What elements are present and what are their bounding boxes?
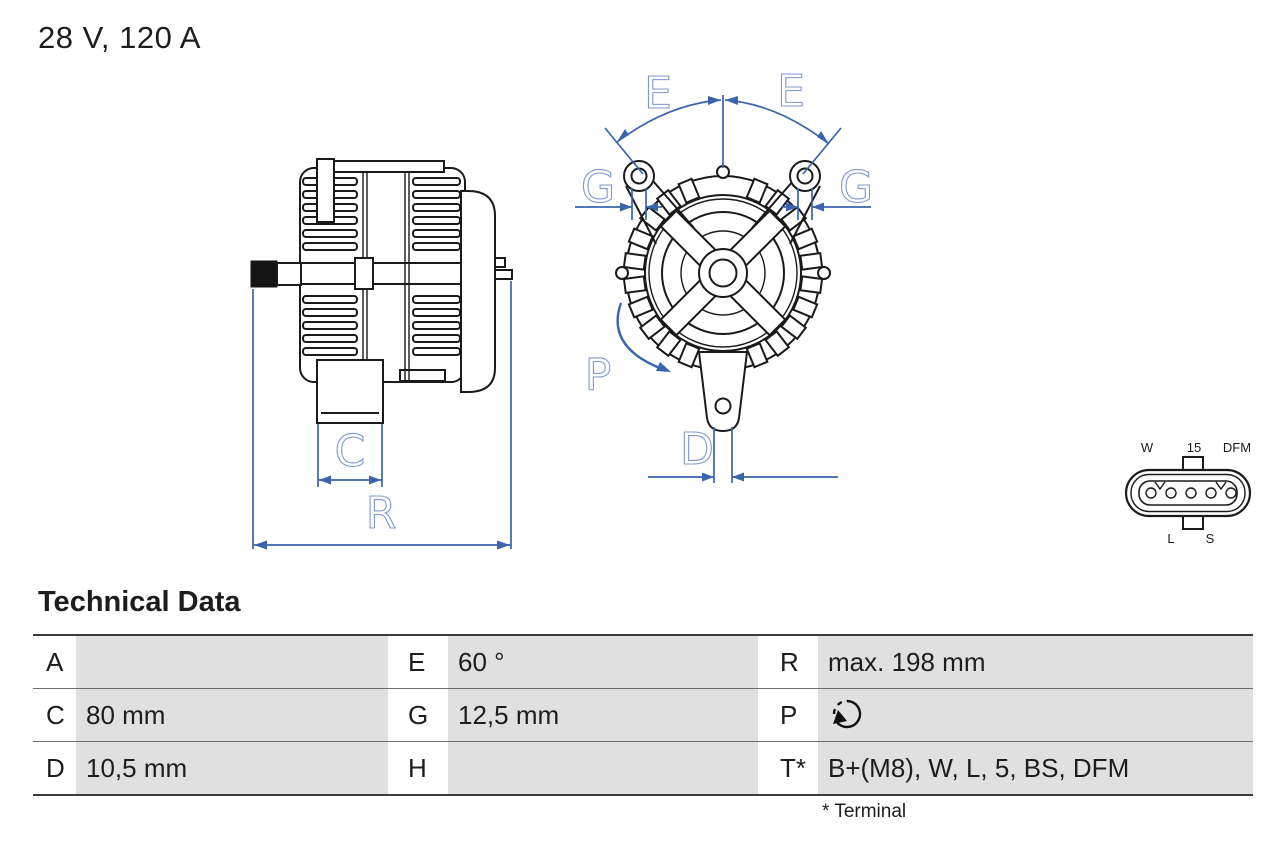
connector-label-w: W [1141,440,1154,455]
param-value: 10,5 mm [76,742,388,794]
param-value: 12,5 mm [448,689,758,741]
page-title: 28 V, 120 A [38,20,201,55]
connector-diagram: W 15 DFM L S [1124,440,1252,546]
dimension-g: G G [575,161,874,220]
dimension-label-g-left: G [581,162,615,213]
param-value [448,742,758,794]
dimension-e: E E [604,65,842,175]
terminal-footnote: * Terminal [822,801,907,822]
alternator-front-view-drawing: E E G G P D [575,65,874,483]
mounting-foot [316,359,384,424]
param-label: C [33,689,76,741]
alternator-side-view-drawing: C R [250,158,513,550]
top-lugs [623,160,821,245]
param-value: max. 198 mm [818,636,1253,688]
dimension-label-c: C [335,426,366,477]
param-label: E [388,636,448,688]
connector-bottom-tab [1182,516,1204,530]
param-label: R [758,636,818,688]
dimension-label-r: R [366,488,397,539]
dimension-label-g-right: G [839,162,873,213]
table-row: A E 60 ° R max. 198 mm [33,636,1253,688]
table-row: C 80 mm G 12,5 mm P [33,688,1253,741]
param-label: G [388,689,448,741]
rotation-direction-icon [832,699,862,729]
dimension-extension-lines [252,281,512,549]
param-value: 60 ° [448,636,758,688]
param-label: H [388,742,448,794]
param-label: A [33,636,76,688]
technical-data-table: A E 60 ° R max. 198 mm C 80 mm G 12,5 mm… [33,634,1253,796]
param-value: B+(M8), W, L, 5, BS, DFM [818,742,1253,794]
connector-pins [1145,487,1237,499]
param-label: P [758,689,818,741]
dimension-label-d: D [680,424,714,475]
dimension-r: R [253,487,511,550]
connector-label-l: L [1167,531,1174,546]
bottom-lug [697,351,749,433]
table-row: D 10,5 mm H T* B+(M8), W, L, 5, BS, DFM [33,741,1253,794]
threaded-shaft [250,260,278,288]
param-label: D [33,742,76,794]
section-heading: Technical Data [38,586,241,618]
dimension-p: P [584,302,671,402]
connector-body [1124,456,1252,530]
dimension-label-e-right: E [777,66,805,117]
dimension-label-e-left: E [644,68,672,119]
param-value [818,689,1253,741]
param-label: T* [758,742,818,794]
dimension-d: D [648,423,838,483]
param-value: 80 mm [76,689,388,741]
connector-label-dfm: DFM [1223,440,1251,455]
dimension-label-p: P [585,350,612,401]
connector-top-tab [1182,456,1204,470]
param-value [76,636,388,688]
alternator-body [250,158,513,424]
connector-label-s: S [1206,531,1215,546]
cooling-fins-right [412,177,461,356]
dimension-c: C [318,425,382,485]
connector-label-15: 15 [1187,440,1201,455]
